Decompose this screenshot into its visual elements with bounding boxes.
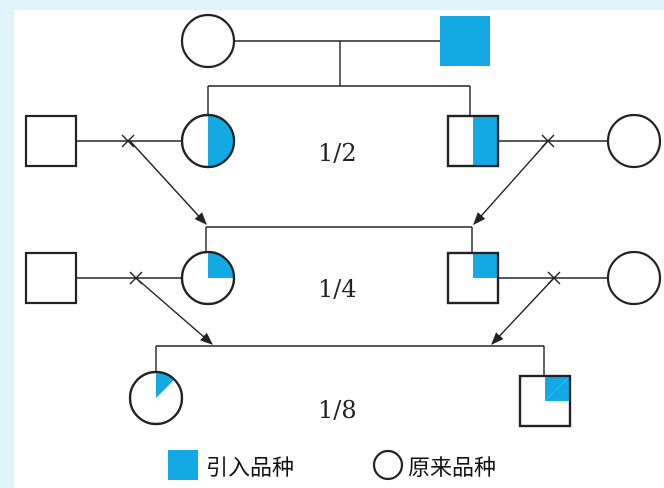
eighth-introduced-male-g3 [518,374,572,428]
quarter-introduced-female-g2 [180,250,236,306]
fraction-label-g3: 1/8 [318,396,357,424]
eighth-introduced-female-g3 [128,370,184,426]
legend-introduced-swatch [168,450,198,480]
fraction-label-g2: 1/4 [318,275,357,303]
legend-introduced-label: 引入品种 [206,456,294,481]
fraction-label-g1: 1/2 [318,139,357,167]
arrow-right-g1 [473,140,549,225]
arrow-left-g2 [135,277,213,345]
legend-original-label: 原来品种 [408,456,496,481]
arrow-left-g1 [129,140,207,225]
arrow-right-g2 [491,277,555,345]
legend: 引入品种 原来品种 [168,449,496,481]
original-female-g0 [180,13,236,69]
legend-original-swatch [372,449,404,481]
original-male-g2 [24,251,78,305]
half-introduced-male-g1 [446,114,500,168]
half-introduced-female-g1 [180,113,236,169]
pedigree-diagram: 1/2 1/4 1/8 引入品种 [14,10,664,488]
quarter-introduced-male-g2 [446,251,500,305]
introduced-male-g0 [440,16,490,66]
cross-mark-left-g1 [121,134,135,148]
original-female-g2 [606,250,662,306]
original-male-g1 [24,114,78,168]
original-female-g1 [606,113,662,169]
diagram-canvas: 1/2 1/4 1/8 引入品种 [24,13,662,481]
